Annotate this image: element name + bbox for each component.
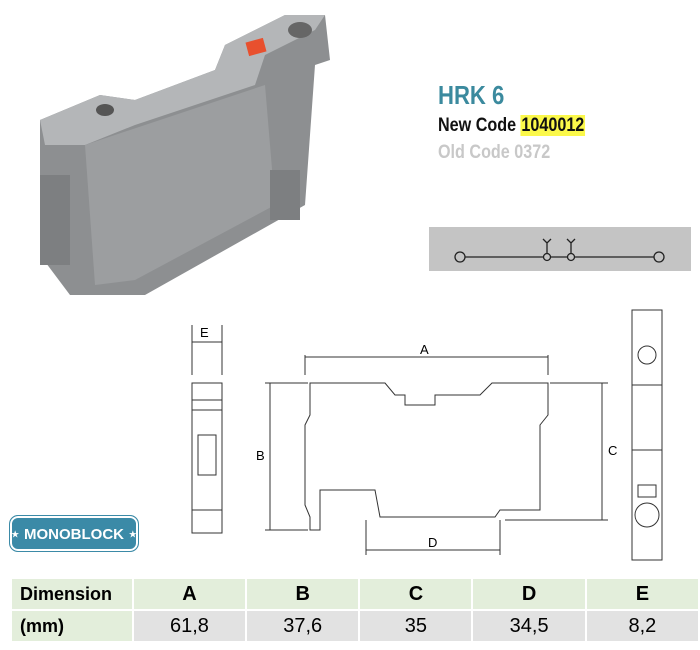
value-d: 34,5: [471, 609, 587, 643]
value-b: 37,6: [245, 609, 361, 643]
value-a: 61,8: [131, 609, 248, 643]
new-code-value: 1040012: [520, 115, 586, 136]
new-code: New Code 1040012: [438, 115, 586, 137]
label-b: B: [256, 448, 265, 463]
label-d: D: [428, 535, 437, 550]
label-c: C: [608, 443, 617, 458]
table-header-row: Dimension A B C D E: [10, 577, 700, 611]
table-row: (mm) 61,8 37,6 35 34,5 8,2: [10, 609, 700, 643]
new-code-label: New Code: [438, 115, 517, 136]
dimension-drawing: E A B C D: [191, 309, 663, 561]
header-c: C: [358, 577, 474, 611]
label-e: E: [200, 325, 209, 340]
header-d: D: [471, 577, 587, 611]
value-e: 8,2: [584, 609, 700, 643]
dimension-label: Dimension: [10, 577, 134, 611]
header-a: A: [131, 577, 248, 611]
product-photo: [40, 15, 330, 295]
header-e: E: [584, 577, 700, 611]
header-b: B: [245, 577, 361, 611]
product-title: HRK 6: [438, 80, 505, 110]
dimension-table: Dimension A B C D E (mm) 61,8 37,6 35 34…: [10, 577, 700, 643]
unit-label: (mm): [10, 609, 134, 643]
old-code: Old Code 0372: [438, 142, 551, 163]
circuit-schematic: [429, 227, 691, 271]
monoblock-badge: ⋆ MONOBLOCK ⋆: [9, 515, 139, 552]
value-c: 35: [358, 609, 474, 643]
label-a: A: [420, 342, 429, 357]
